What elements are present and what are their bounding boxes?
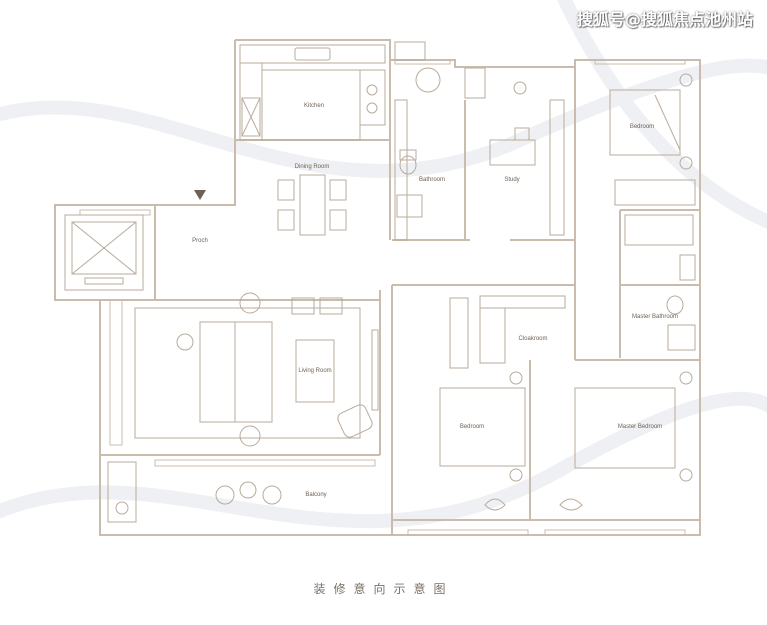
caption: 装修意向示意图 (313, 582, 454, 596)
master-bathroom-fixtures (624, 214, 696, 351)
outer-walls (54, 39, 701, 536)
label-bedroom-s: Bedroom (460, 424, 484, 430)
label-master-bathroom: Master Bathroom (632, 314, 678, 320)
study-furniture (464, 67, 565, 236)
label-living-room: Living Room (298, 368, 331, 374)
master-bedroom-furniture (559, 371, 693, 511)
elevator (64, 214, 144, 291)
living-furniture (134, 292, 379, 447)
kitchen-furniture (239, 44, 386, 141)
label-dining-room: Dining Room (295, 164, 330, 170)
label-balcony: Balcony (305, 492, 326, 498)
dining-table (277, 174, 347, 236)
entry-arrow (194, 190, 206, 200)
label-master-bedroom: Master Bedroom (618, 424, 662, 430)
bathroom-fixtures (394, 41, 441, 241)
label-bedroom-ne: Bedroom (630, 124, 654, 130)
windows (79, 59, 686, 536)
label-proch: Proch (192, 238, 208, 244)
room-labels: Kitchen Dining Room Bathroom Study Bedro… (192, 103, 678, 498)
bedroom-ne-furniture (609, 73, 696, 206)
label-bathroom: Bathroom (419, 177, 445, 183)
label-cloakroom: Cloakroom (518, 336, 547, 342)
label-kitchen: Kitchen (304, 103, 324, 109)
cloakroom-fixtures (449, 295, 566, 369)
watermark: 搜狐号@搜狐焦点池州站 (576, 10, 753, 29)
balcony-furniture (107, 461, 282, 523)
bedroom-s-furniture (439, 371, 526, 511)
marble-background (0, 0, 767, 529)
label-study: Study (504, 177, 519, 183)
